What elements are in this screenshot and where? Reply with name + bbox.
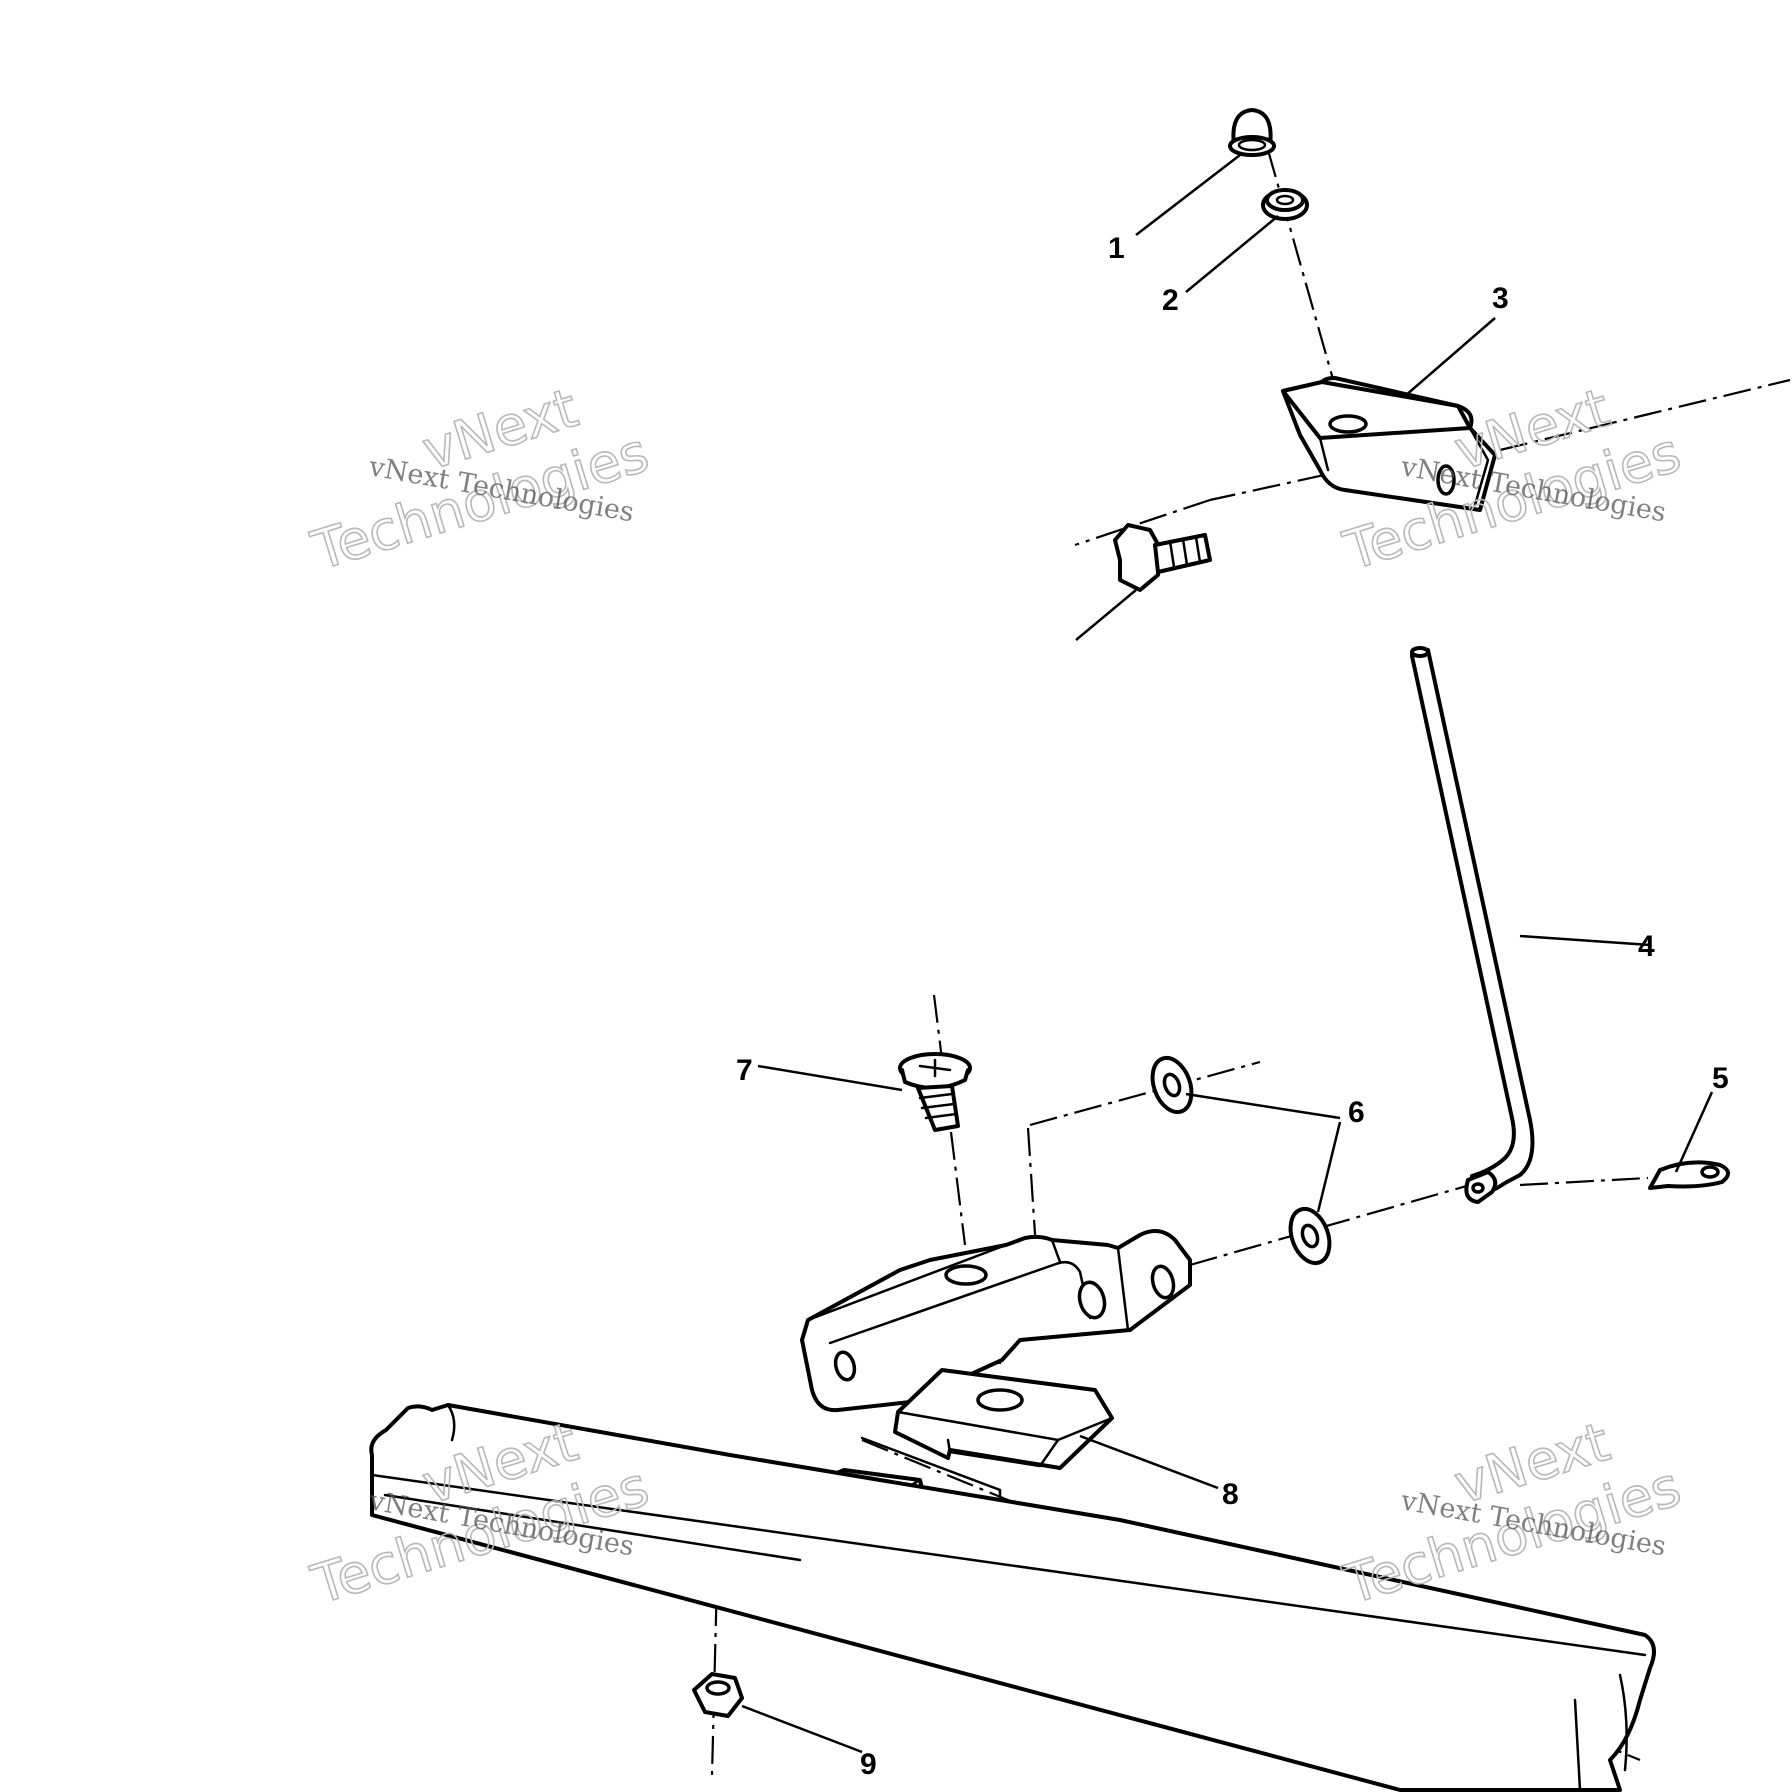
part-3-upper-bracket (1281, 376, 1497, 512)
part-2-lock-washer (1261, 188, 1309, 221)
rod-end-fitting (1464, 1170, 1498, 1204)
hex-bolt (1075, 523, 1212, 641)
leader-lines (741, 154, 1714, 1754)
part-7-screw (898, 1052, 972, 1132)
callout-labels: 1 2 3 4 5 6 7 8 9 (736, 232, 1729, 1781)
part-8-plate (893, 1368, 1114, 1470)
callout-1: 1 (1108, 232, 1125, 265)
part-9-hex-nut (692, 1672, 744, 1718)
part-1-acorn-nut (1228, 108, 1276, 157)
part-6-washer-upper (1150, 1055, 1194, 1115)
lower-pivot-bracket (800, 1229, 1192, 1413)
frame-tube (369, 1403, 1656, 1792)
callout-8: 8 (1222, 1478, 1239, 1511)
watermark-bottom-right: vNext Technologies vNext Technologies (1336, 1409, 1689, 1617)
callout-2: 2 (1162, 284, 1179, 317)
watermark-top-left: vNext Technologies vNext Technologies (304, 375, 657, 583)
callout-9: 9 (860, 1748, 877, 1781)
callout-3: 3 (1492, 282, 1509, 315)
part-4-rod (1410, 646, 1535, 1195)
callout-4: 4 (1638, 930, 1655, 963)
part-5-cotter-pin (1648, 1160, 1730, 1190)
callout-6: 6 (1348, 1096, 1365, 1129)
part-6-washer-lower (1288, 1206, 1332, 1266)
callout-5: 5 (1712, 1062, 1729, 1095)
callout-7: 7 (736, 1054, 753, 1087)
